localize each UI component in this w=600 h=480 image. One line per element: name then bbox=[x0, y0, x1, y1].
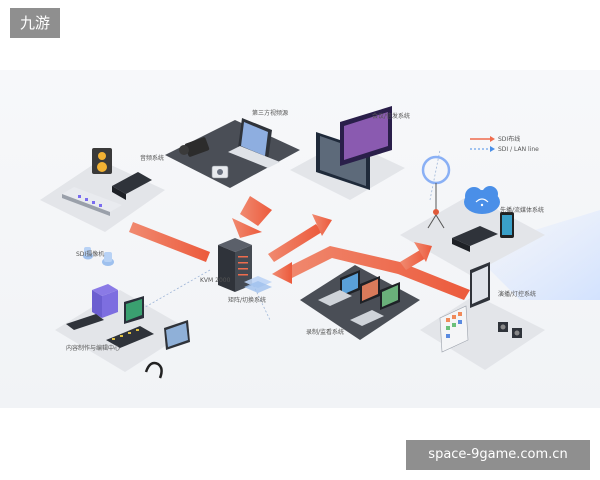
label-recording: 录制/监看系统 bbox=[306, 328, 344, 336]
legend: SDI布线 SDI / LAN line bbox=[470, 135, 539, 153]
legend-sdi-label: SDI布线 bbox=[498, 135, 520, 143]
flow-arrow-audio bbox=[129, 222, 210, 262]
watermark-bottom-badge: space-9game.com.cn bbox=[406, 440, 590, 470]
studio-platform bbox=[420, 295, 545, 370]
label-core-side: KVM 2000 bbox=[200, 277, 231, 284]
core-server bbox=[218, 238, 272, 293]
label-media: 先播/流媒体系统 bbox=[500, 206, 544, 214]
label-core: 矩阵/切换系统 bbox=[228, 296, 266, 304]
flow-arrow-head-studio bbox=[272, 262, 292, 284]
legend-ip-label: SDI / LAN line bbox=[498, 146, 539, 153]
label-sdi-camera: SDI摄像机 bbox=[76, 250, 104, 258]
label-meeting: 会议/信发系统 bbox=[372, 112, 410, 120]
flow-arrows bbox=[129, 196, 470, 300]
label-thirdparty: 第三方视频源 bbox=[252, 109, 288, 117]
label-audio: 音频系统 bbox=[140, 154, 164, 162]
flow-arrow-thirdparty bbox=[240, 196, 272, 226]
label-studio: 演播/灯控系统 bbox=[498, 290, 536, 298]
label-workstation: 内容制作与编辑中心 bbox=[66, 344, 120, 352]
